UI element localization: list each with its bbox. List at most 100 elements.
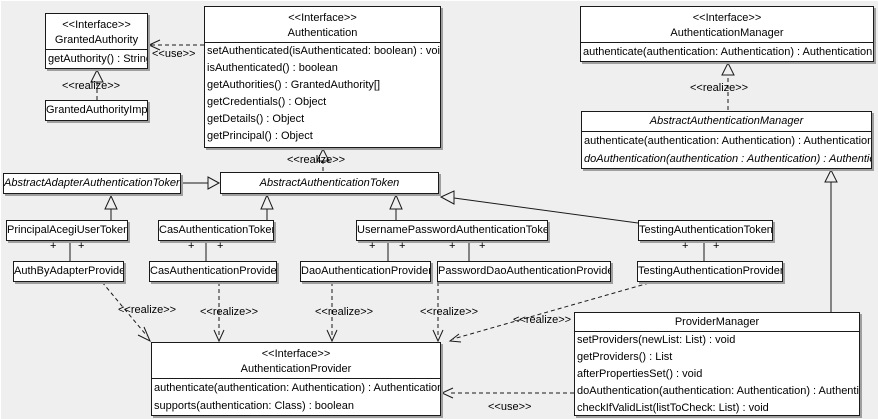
- class-name: PrincipalAcegiUserToken: [7, 224, 128, 236]
- class-name: AbstractAuthenticationManager: [649, 115, 804, 127]
- class-granted-authority-impl[interactable]: GrantedAuthorityImpl: [45, 100, 148, 121]
- method: afterPropertiesSet() : void: [577, 368, 703, 380]
- class-granted-authority[interactable]: <<Interface>> GrantedAuthority getAuthor…: [45, 13, 148, 69]
- class-name: GrantedAuthority: [54, 34, 139, 46]
- methods-compartment: setProviders(newList: List) : void getPr…: [575, 331, 860, 415]
- association-end-label: +: [682, 240, 689, 252]
- class-cas-authentication-token[interactable]: CasAuthenticationToken: [158, 220, 274, 241]
- class-authentication-manager[interactable]: <<Interface>> AuthenticationManager auth…: [580, 6, 874, 62]
- method: setAuthenticated(isAuthenticated: boolea…: [207, 45, 441, 57]
- hollow-triangle-icon: [104, 194, 118, 210]
- method: getDetails() : Object: [207, 113, 305, 125]
- edge-gen-principalacegiusertoken: [104, 194, 118, 220]
- class-name: AbstractAdapterAuthenticationToken: [4, 177, 181, 189]
- class-testing-authentication-provider[interactable]: TestingAuthenticationProvider: [637, 261, 783, 282]
- association-end-label: +: [78, 240, 85, 252]
- edge-label-use: <<use>>: [488, 401, 532, 413]
- class-password-dao-authentication-provider[interactable]: PasswordDaoAuthenticationProvider: [437, 261, 611, 282]
- open-arrowhead-icon: [448, 333, 462, 343]
- methods-compartment: authenticate(authentication: Authenticat…: [581, 42, 873, 61]
- class-name: PasswordDaoAuthenticationProvider: [438, 265, 611, 277]
- class-name: UsernamePasswordAuthenticationToken: [357, 224, 548, 236]
- stereotype-label: <<Interface>>: [692, 12, 762, 24]
- open-arrowhead-icon: [137, 326, 151, 343]
- edge-gen-providermanager: [824, 168, 838, 312]
- methods-compartment: setAuthenticated(isAuthenticated: boolea…: [205, 42, 440, 145]
- edge-use-providermanager-authenticationprovider: [440, 387, 574, 399]
- edge-label-realize: <<realize>>: [200, 306, 259, 318]
- method: authenticate(authentication: Authenticat…: [154, 382, 441, 394]
- method: supports(authentication: Class) : boolea…: [154, 400, 354, 412]
- method: checkIfValidList(listToCheck: List) : vo…: [577, 402, 769, 414]
- class-name: CasAuthenticationProvider: [150, 265, 277, 277]
- method: getCredentials() : Object: [207, 96, 327, 108]
- class-principal-acegi-user-token[interactable]: PrincipalAcegiUserToken: [6, 220, 128, 241]
- class-name: AuthByAdapterProvider: [14, 265, 124, 277]
- stereotype-label: <<Interface>>: [288, 12, 357, 24]
- class-name: AuthenticationManager: [670, 27, 784, 39]
- class-abstract-adapter-authentication-token[interactable]: AbstractAdapterAuthenticationToken: [3, 173, 181, 194]
- methods-compartment: authenticate(authentication: Authenticat…: [152, 378, 440, 415]
- association-end-label: +: [479, 240, 486, 252]
- class-dao-authentication-provider[interactable]: DaoAuthenticationProvider: [300, 261, 431, 282]
- class-name: AuthenticationProvider: [240, 363, 352, 375]
- association-end-label: +: [188, 240, 195, 252]
- class-header: <<Interface>> AuthenticationManager: [581, 7, 873, 42]
- class-auth-by-adapter-provider[interactable]: AuthByAdapterProvider: [13, 261, 124, 282]
- method: authenticate(authentication: Authenticat…: [584, 135, 872, 147]
- association-end-label: +: [369, 240, 376, 252]
- edge-gen-casauthenticationtoken: [260, 193, 274, 220]
- hollow-triangle-icon: [260, 193, 274, 210]
- class-authentication[interactable]: <<Interface>> Authentication setAuthenti…: [204, 6, 441, 148]
- class-header: <<Interface>> Authentication: [205, 7, 440, 42]
- method-abstract: doAuthentication(authentication : Authen…: [584, 153, 872, 165]
- edge-label-use: <<use>>: [152, 48, 196, 60]
- class-abstract-authentication-manager[interactable]: AbstractAuthenticationManager authentica…: [581, 111, 872, 169]
- class-name: Authentication: [287, 27, 358, 39]
- edge-gen-usernamepasswordtoken: [389, 193, 403, 220]
- class-name: DaoAuthenticationProvider: [301, 265, 431, 277]
- association-end-label: +: [217, 240, 224, 252]
- class-name: TestingAuthenticationToken: [639, 224, 773, 236]
- method: authenticate(authentication: Authenticat…: [583, 46, 873, 58]
- edge-gen-testingtoken: [439, 190, 639, 224]
- class-name: AbstractAuthenticationToken: [259, 177, 400, 189]
- stereotype-label: <<Interface>>: [62, 19, 131, 31]
- method: getAuthorities() : GrantedAuthority[]: [207, 79, 381, 91]
- method: getPrincipal() : Object: [207, 130, 313, 142]
- method: isAuthenticated() : boolean: [207, 62, 338, 74]
- class-name: CasAuthenticationToken: [159, 224, 274, 236]
- stereotype-label: <<Interface>>: [261, 348, 331, 360]
- association-end-label: +: [399, 240, 406, 252]
- hollow-triangle-icon: [824, 168, 838, 183]
- class-provider-manager[interactable]: ProviderManager setProviders(newList: Li…: [574, 312, 860, 416]
- edge-label-realize: <<realize>>: [690, 82, 749, 94]
- association-end-label: +: [713, 240, 720, 252]
- hollow-triangle-icon: [207, 176, 221, 190]
- edge-label-realize: <<realize>>: [62, 80, 121, 92]
- hollow-triangle-icon: [721, 61, 735, 76]
- open-arrowhead-icon: [440, 387, 454, 399]
- class-header: <<Interface>> GrantedAuthority: [46, 14, 147, 49]
- association-end-label: +: [50, 240, 57, 252]
- edge-label-realize: <<realize>>: [118, 304, 177, 316]
- class-authentication-provider[interactable]: <<Interface>> AuthenticationProvider aut…: [151, 342, 441, 416]
- method: setProviders(newList: List) : void: [577, 334, 736, 346]
- method: doAuthentication(authentication: Authent…: [577, 385, 860, 397]
- methods-compartment: getAuthority() : String: [46, 49, 147, 68]
- hollow-triangle-icon: [439, 190, 455, 205]
- edge-label-realize: <<realize>>: [420, 306, 479, 318]
- class-name: TestingAuthenticationProvider: [638, 265, 783, 277]
- method: getProviders() : List: [577, 351, 673, 363]
- edge-gen-abstractadapter: [182, 176, 221, 190]
- class-abstract-authentication-token[interactable]: AbstractAuthenticationToken: [220, 172, 439, 194]
- edge-label-realize: <<realize>>: [315, 306, 374, 318]
- methods-compartment: authenticate(authentication: Authenticat…: [582, 131, 871, 168]
- class-username-password-authentication-token[interactable]: UsernamePasswordAuthenticationToken: [356, 220, 548, 241]
- class-testing-authentication-token[interactable]: TestingAuthenticationToken: [638, 220, 773, 241]
- class-name: ProviderManager: [674, 316, 760, 328]
- class-cas-authentication-provider[interactable]: CasAuthenticationProvider: [149, 261, 277, 282]
- open-arrowhead-icon: [213, 329, 225, 343]
- edge-label-realize: <<realize>>: [513, 314, 572, 326]
